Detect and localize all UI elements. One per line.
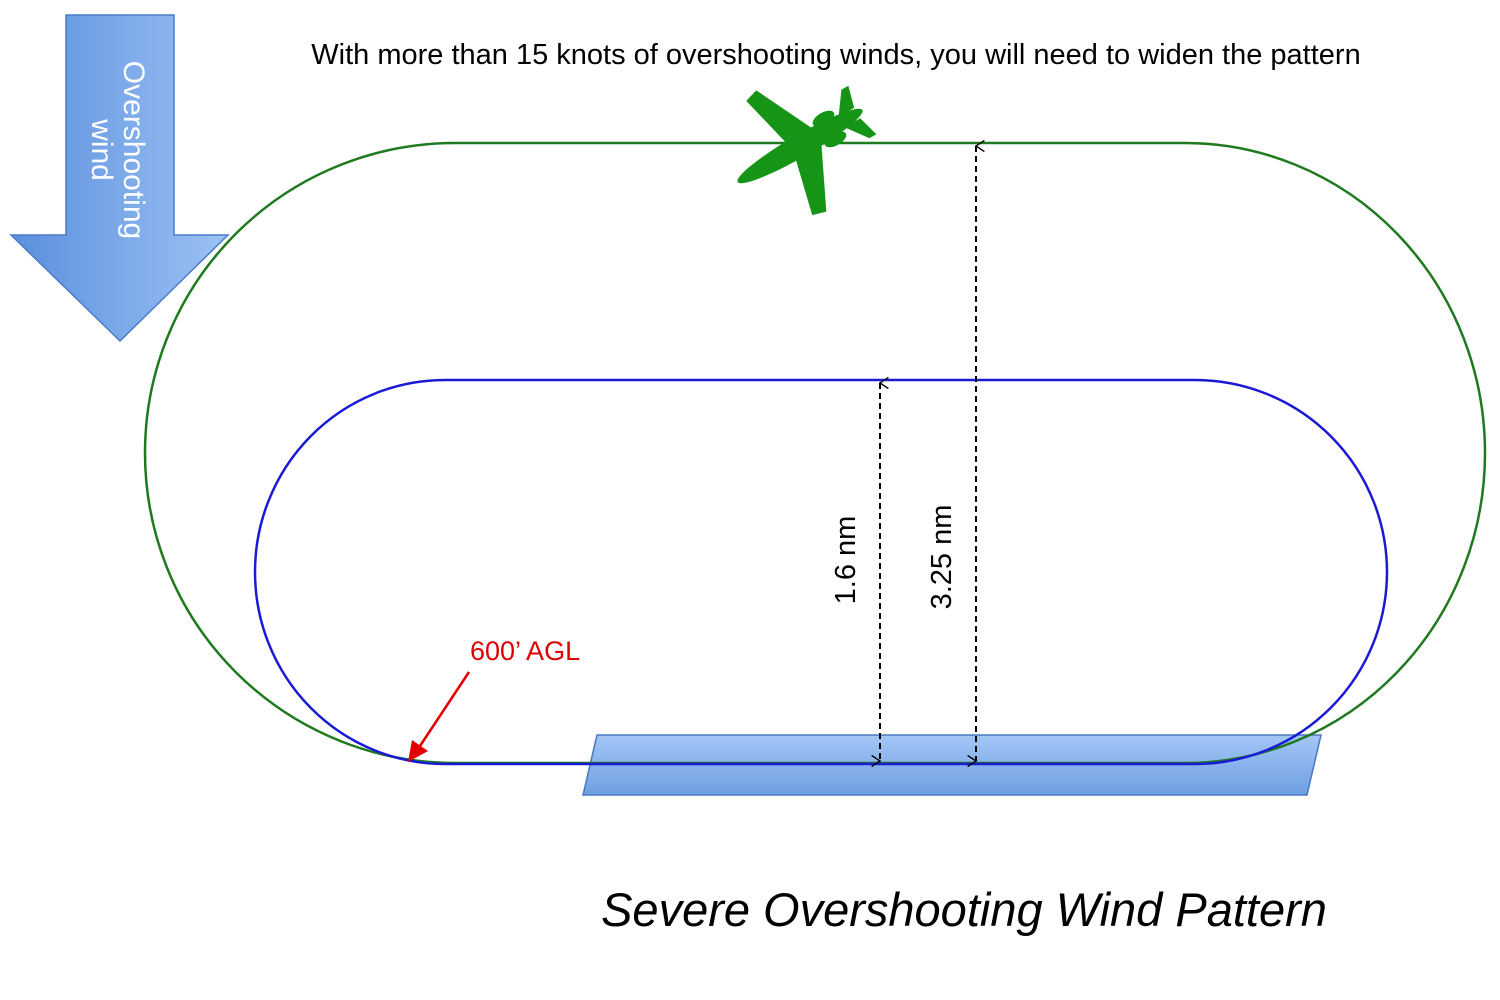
outer-pattern-track [143,141,1487,765]
outer-width-label: 3.25 nm [926,505,958,610]
wind-label-line1: Overshooting [117,61,150,239]
inner-width-label: 1.6 nm [830,516,862,605]
diagram-title: Severe Overshooting Wind Pattern [601,883,1327,936]
overshooting-wind-arrow: Overshooting wind [9,14,230,343]
inner-pattern-track [253,378,1389,766]
altitude-pointer-arrow [408,671,471,762]
pattern-caption: With more than 15 knots of overshooting … [311,39,1360,71]
wind-label-line2: wind [85,118,118,181]
altitude-label: 600’ AGL [470,636,580,666]
airplane-icon [737,85,877,216]
